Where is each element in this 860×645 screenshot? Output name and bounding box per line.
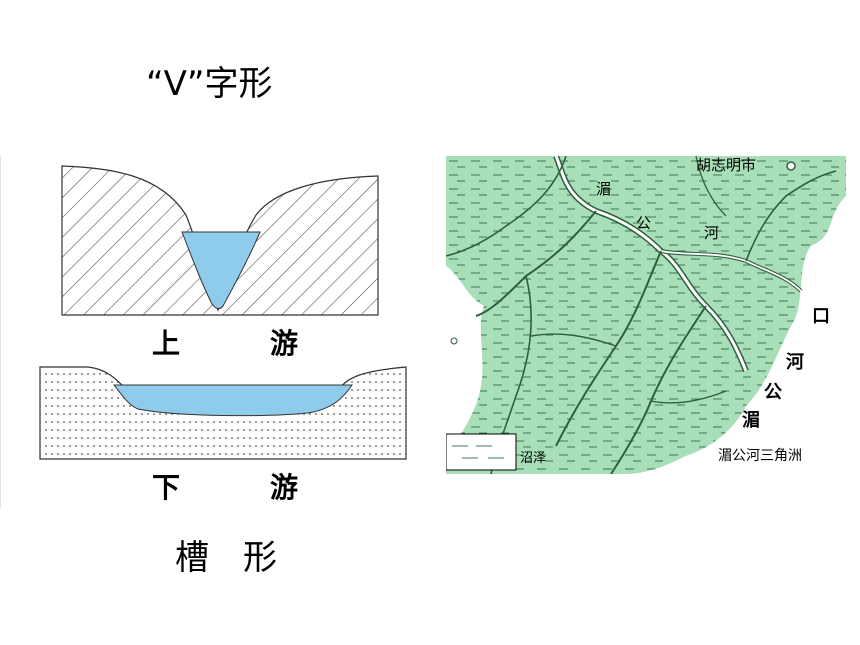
- tributary-8: [745, 170, 837, 262]
- legend-box: [446, 433, 517, 471]
- tributary-5: [446, 156, 567, 257]
- upstream-water: [181, 231, 261, 310]
- tributary-6: [530, 333, 617, 347]
- map-caption: 湄公河三角洲: [718, 448, 802, 464]
- downstream-label-char1: 下: [152, 471, 181, 504]
- coast-water-left: [446, 266, 484, 456]
- mouth-label-char1: 湄: [742, 410, 760, 431]
- lake-marker: [450, 337, 458, 345]
- upstream-rock-cross-section: [61, 165, 379, 316]
- tributary-7: [650, 390, 727, 404]
- city-marker: [786, 161, 796, 171]
- mekong-north-branch-inner: [660, 250, 802, 292]
- upstream-v-valley-diagram: [61, 165, 379, 316]
- mouth-label-char4: 口: [812, 306, 830, 327]
- mouth-label-char2: 公: [764, 382, 782, 403]
- downstream-label-char2: 游: [270, 471, 299, 504]
- upstream-label-char2: 游: [270, 327, 299, 360]
- legend-label: 沼泽: [520, 451, 546, 466]
- trough-title-char1: 槽: [175, 538, 209, 578]
- mouth-label-char3: 河: [786, 352, 804, 373]
- trough-title-char2: 形: [243, 538, 277, 578]
- city-label: 胡志明市: [696, 156, 756, 174]
- delta-marsh-pattern: [446, 156, 846, 474]
- sea-area: [626, 196, 846, 474]
- downstream-water: [112, 384, 353, 417]
- river-label-char1: 湄: [596, 180, 611, 198]
- trough-shape-title: 槽形: [175, 530, 277, 579]
- river-label-char3: 河: [704, 224, 719, 242]
- mekong-delta-map: 胡志明市 湄 公 河 湄 公 河 口 沼泽 湄公河三角洲: [446, 156, 846, 474]
- tributary-9: [695, 156, 727, 217]
- v-shape-title: “V”字形: [146, 64, 273, 104]
- upstream-label-char1: 上: [152, 327, 181, 360]
- tributary-1: [475, 210, 597, 317]
- downstream-trough-valley-diagram: [39, 366, 407, 460]
- river-label-char2: 公: [636, 214, 651, 232]
